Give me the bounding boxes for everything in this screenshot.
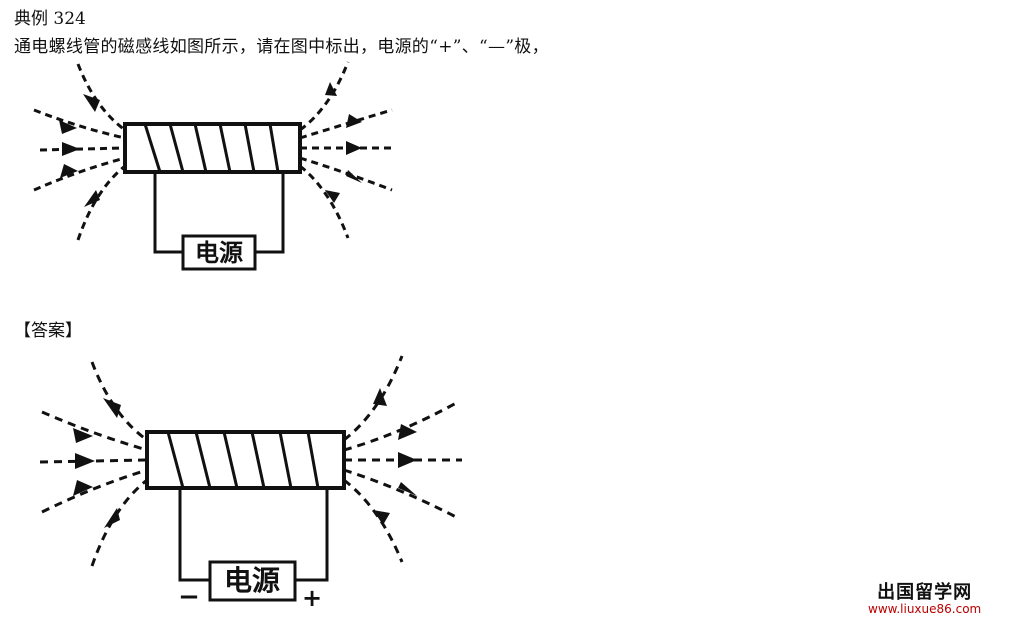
- field-arrows-left: [59, 94, 100, 207]
- field-lines-left: [33, 63, 126, 241]
- minus-terminal-label: −: [178, 582, 200, 612]
- field-lines-right: [299, 61, 395, 239]
- solenoid-figure-answer: [39, 355, 462, 602]
- watermark: 出国留学网 www.liuxue86.com: [868, 578, 981, 616]
- wire-left: [153, 172, 183, 254]
- wire-left-answer: [178, 488, 210, 582]
- solenoid-figure-question: [33, 61, 395, 271]
- field-arrows-right: [325, 82, 362, 203]
- power-box: [181, 234, 257, 271]
- plus-terminal-label: +: [302, 584, 322, 612]
- problem-question: 通电螺线管的磁感线如图所示，请在图中标出，电源的“+”、“—”极，: [14, 37, 549, 57]
- field-arrows-right-answer: [373, 388, 417, 525]
- field-arrows-left-answer: [73, 398, 121, 528]
- answer-heading: 【答案】: [14, 321, 82, 341]
- watermark-url: www.liuxue86.com: [868, 602, 982, 616]
- power-label-answer: 电源: [224, 564, 280, 597]
- wire-right-answer: [295, 488, 329, 582]
- power-box-answer: [208, 560, 297, 602]
- solenoid-coils-answer: [166, 431, 320, 489]
- power-label-question: 电源: [195, 238, 243, 267]
- field-lines-left-answer: [39, 361, 148, 567]
- wire-right: [255, 172, 285, 254]
- problem-title: 典例 324: [14, 9, 86, 29]
- watermark-text: 出国留学网: [877, 582, 973, 603]
- solenoid-coils: [143, 123, 280, 173]
